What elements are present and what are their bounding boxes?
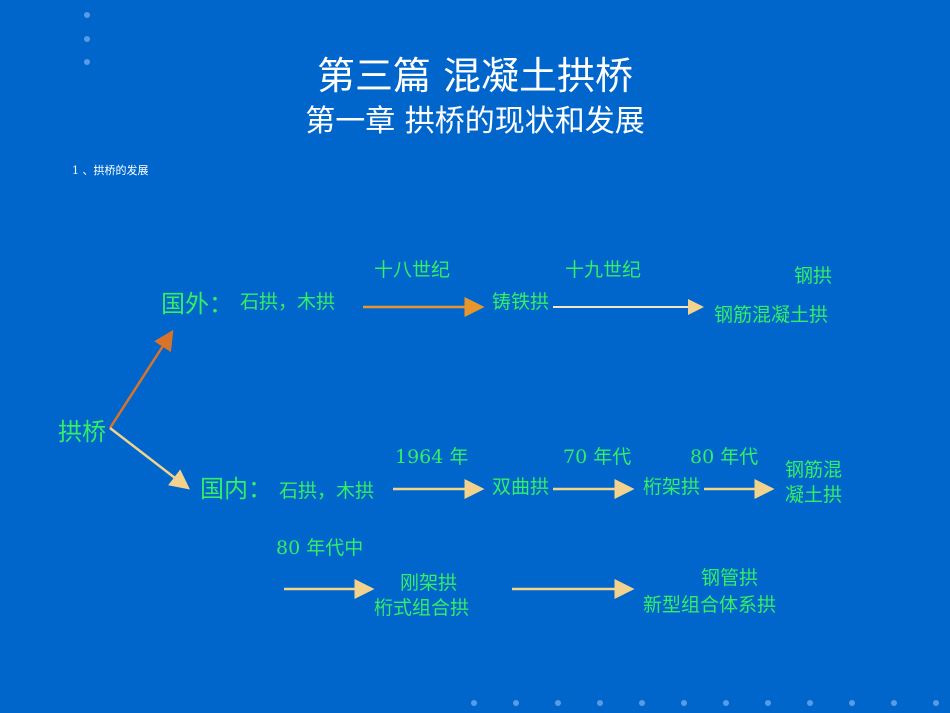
decor-dot: [513, 700, 519, 706]
foreign-era-1: 十八世纪: [374, 259, 451, 281]
domestic-label: 国内：: [200, 475, 272, 503]
slide-title: 第三篇 混凝土拱桥: [316, 54, 634, 98]
arrow-to-domestic: [109, 427, 190, 490]
domestic-era-2: 70 年代: [563, 446, 632, 468]
domestic-node-5a: 钢管拱: [701, 567, 759, 589]
domestic-node-2: 桁架拱: [643, 476, 701, 498]
decor-dot: [471, 700, 477, 706]
domestic-node-3b: 凝土拱: [785, 484, 843, 506]
decor-dot: [639, 700, 645, 706]
domestic-node-1: 双曲拱: [492, 476, 550, 498]
decor-dot: [765, 700, 771, 706]
decor-dot: [597, 700, 603, 706]
foreign-node-1: 铸铁拱: [492, 291, 550, 313]
section-heading: 1 、拱桥的发展: [72, 164, 149, 177]
decor-dot: [933, 700, 939, 706]
domestic-start: 石拱，木拱: [279, 480, 375, 502]
decor-dot: [84, 59, 90, 65]
arrow-to-foreign: [108, 329, 174, 429]
slide-subtitle: 第一章 拱桥的现状和发展: [305, 104, 645, 139]
domestic-node-4a: 刚架拱: [400, 572, 458, 594]
foreign-label: 国外：: [161, 290, 233, 318]
foreign-start: 石拱，木拱: [240, 291, 336, 313]
domestic-era-4: 80 年代中: [276, 537, 364, 559]
domestic-node-4b: 桁式组合拱: [374, 597, 470, 619]
domestic-node-3a: 钢筋混: [785, 459, 843, 481]
domestic-era-1: 1964 年: [395, 446, 469, 468]
decor-dot: [84, 12, 90, 18]
domestic-node-5b: 新型组合体系拱: [643, 594, 777, 616]
domestic-era-3: 80 年代: [690, 446, 759, 468]
decor-dot: [849, 700, 855, 706]
decor-dot: [84, 36, 90, 42]
foreign-node-2b: 钢筋混凝土拱: [714, 304, 829, 326]
decor-dot: [807, 700, 813, 706]
root-node: 拱桥: [58, 418, 106, 446]
decor-dot: [723, 700, 729, 706]
decor-dot: [681, 700, 687, 706]
foreign-era-2: 十九世纪: [565, 259, 642, 281]
foreign-node-2a: 钢拱: [794, 265, 833, 287]
decor-dot: [555, 700, 561, 706]
decor-dot: [891, 700, 897, 706]
